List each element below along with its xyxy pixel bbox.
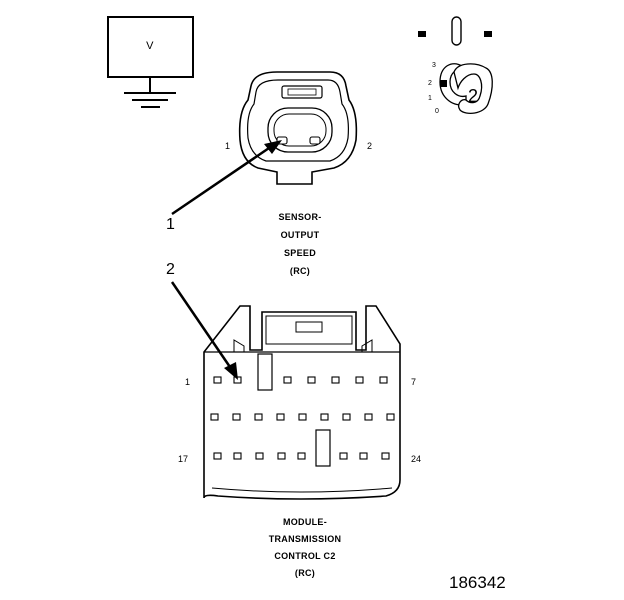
sensor-pin-1-label: 1	[225, 141, 231, 151]
ignition-key-inset	[418, 16, 493, 115]
sensor-title-line: OUTPUT	[280, 230, 320, 240]
key-inset-badge: 2	[468, 86, 479, 106]
sensor-connector-title: SENSOR- OUTPUT SPEED (RC)	[250, 211, 350, 277]
module-cavity	[276, 413, 285, 421]
module-cavity	[331, 376, 340, 384]
module-cavity	[255, 452, 264, 460]
module-pin-grid	[210, 376, 395, 460]
module-pin-7-label: 7	[411, 377, 417, 387]
module-cavity	[254, 413, 263, 421]
module-cavity	[342, 413, 351, 421]
module-title-line: (RC)	[294, 568, 316, 578]
key-position-0: 0	[435, 108, 439, 115]
callout-2-label: 2	[166, 261, 175, 278]
module-cavity	[355, 376, 364, 384]
callout-2-arrow	[170, 281, 238, 380]
key-slot-icon	[451, 16, 462, 46]
module-cavity	[210, 413, 219, 421]
sensor-pin-2-label: 2	[367, 141, 373, 151]
module-pin-1-label: 1	[185, 377, 191, 387]
module-pin-17-label: 17	[178, 454, 189, 464]
module-cavity	[213, 376, 222, 384]
module-title-line: MODULE-	[282, 517, 328, 527]
module-cavity	[320, 413, 329, 421]
key-position-3: 3	[432, 62, 436, 69]
meter-label: V	[146, 40, 154, 52]
figure-number: 186342	[449, 573, 506, 592]
callout-1-label: 1	[166, 216, 175, 233]
module-title-line: CONTROL C2	[274, 551, 336, 561]
module-connector	[203, 305, 401, 500]
module-pin-24-label: 24	[411, 454, 422, 464]
sensor-title-line: (RC)	[289, 266, 311, 276]
sensor-connector	[238, 71, 358, 185]
module-key-tab-bottom	[315, 429, 331, 467]
key-cylinder-icon	[439, 63, 467, 106]
sensor-pin-2	[309, 136, 321, 145]
module-cavity	[233, 452, 242, 460]
module-cavity	[213, 452, 222, 460]
ground-symbol-icon	[124, 92, 176, 108]
module-cavity	[297, 452, 306, 460]
module-cavity	[298, 413, 307, 421]
module-title-line: TRANSMISSION	[268, 534, 342, 544]
key-head-icon	[453, 63, 493, 115]
module-cavity	[277, 452, 286, 460]
key-position-2: 2	[428, 80, 432, 87]
callout-1-arrow	[171, 140, 282, 216]
module-cavity	[386, 413, 395, 421]
module-cavity	[307, 376, 316, 384]
module-cavity	[359, 452, 368, 460]
voltmeter-symbol	[107, 16, 194, 108]
module-cavity	[283, 376, 292, 384]
module-cavity	[379, 376, 388, 384]
key-marker-right	[484, 31, 492, 37]
sensor-title-line: SPEED	[283, 248, 316, 258]
key-indicator	[440, 80, 447, 87]
module-key-tab-top	[257, 353, 273, 391]
key-marker-left	[418, 31, 426, 37]
module-cavity	[364, 413, 373, 421]
module-connector-title: MODULE- TRANSMISSION CONTROL C2 (RC)	[245, 516, 365, 579]
module-cavity	[381, 452, 390, 460]
sensor-title-line: SENSOR-	[278, 212, 322, 222]
module-cavity	[339, 452, 348, 460]
module-cavity	[232, 413, 241, 421]
key-position-1: 1	[428, 95, 432, 102]
